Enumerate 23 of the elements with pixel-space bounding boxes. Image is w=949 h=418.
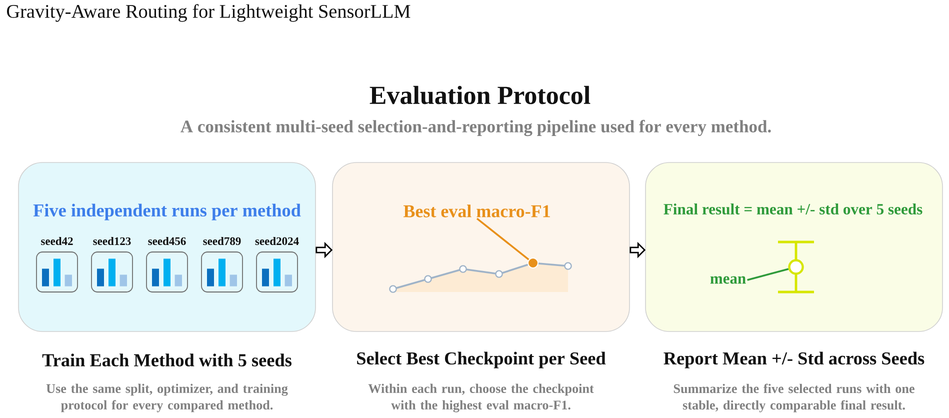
step-title: Report Mean +/- Std across Seeds	[664, 352, 924, 368]
arrow	[316, 242, 333, 258]
seed-label: seed2024	[255, 236, 299, 246]
seed-label: seed789	[203, 236, 241, 246]
arrow	[630, 242, 646, 258]
seed-label: seed456	[148, 236, 186, 246]
title: Evaluation Protocol	[370, 86, 590, 104]
seed-label: seed123	[93, 236, 131, 246]
step-title: Select Best Checkpoint per Seed	[357, 352, 606, 368]
leader-line	[747, 268, 789, 281]
step-description: Summarize the five selected runs with one stable, directly comparable final result.	[674, 384, 914, 412]
step-description: Within each run, choose the checkpoint with the highest eval macro-F1.	[368, 384, 594, 412]
panel-heading: Final result = mean +/- std over 5 seeds	[664, 204, 922, 214]
leader-line	[476, 218, 530, 260]
callout-label: mean	[710, 276, 746, 284]
subtitle: A consistent multi-seed selection-and-reporting pipeline used for every method.	[180, 120, 771, 136]
step-description: Use the same split, optimizer, and training protocol for every compared method.	[46, 384, 288, 412]
page-header: Gravity-Aware Routing for Lightweight SensorLLM	[7, 4, 410, 22]
seed-label: seed42	[41, 236, 73, 246]
ring-marker	[788, 259, 804, 275]
step-title: Train Each Method with 5 seeds	[42, 354, 292, 366]
callout-label: Best eval macro-F1	[404, 204, 550, 218]
panel-heading: Five independent runs per method	[33, 204, 301, 220]
